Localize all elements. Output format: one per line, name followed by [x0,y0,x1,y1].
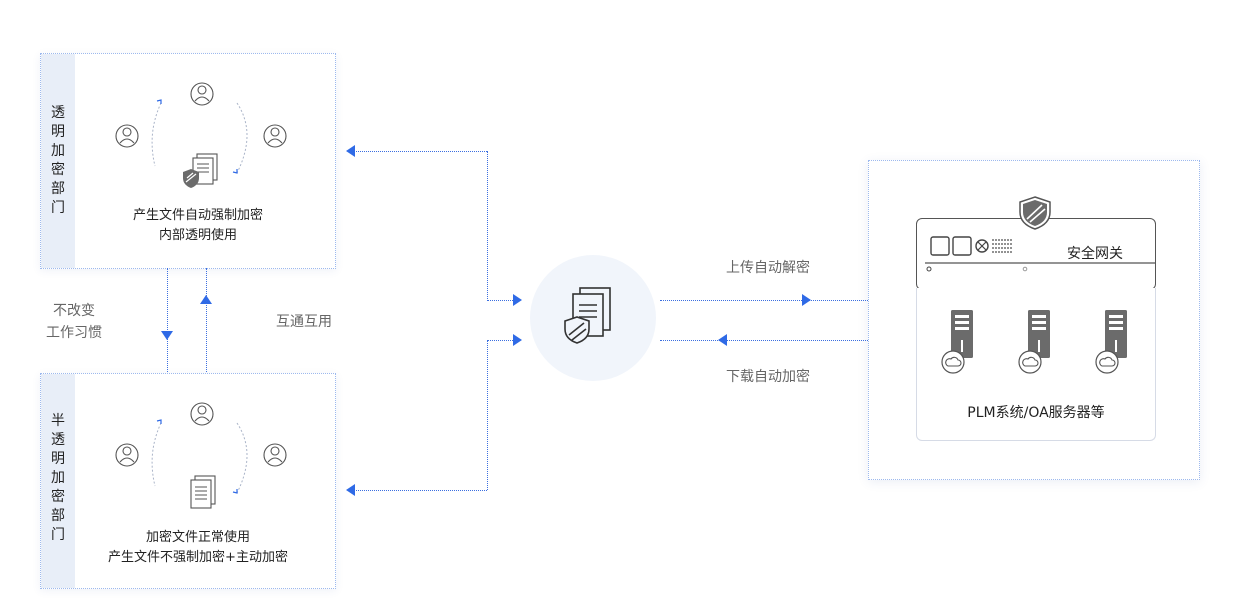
user-cycle-diagram [115,82,287,188]
dept-vertical-label: 半 透 明 加 密 部 门 [51,413,65,543]
top-bracket-line [487,151,488,301]
bottom-bracket-to-center [487,340,513,341]
document-icon [190,475,216,509]
user-cycle-diagram [115,402,287,509]
arc-arrowhead [156,419,162,424]
gateway-label: 安全网关 [1067,246,1123,262]
interop-note: 互通互用 [276,314,332,330]
right-arrow-icon [802,294,811,306]
gateway-device-icon [925,236,1155,272]
bottom-card-connector [356,490,487,491]
user-icon [115,443,139,467]
download-flow-line [660,340,868,341]
cycle-arc-right [236,102,248,174]
up-connector-line [206,268,207,372]
security-shield-icon [1019,196,1051,230]
user-icon [190,82,214,106]
security-gateway: 安全网关 [916,218,1156,290]
user-icon [263,443,287,467]
upload-flow-line [660,300,868,301]
server-icon [1095,310,1127,374]
card-description: 加密文件正常使用 产生文件不强制加密+主动加密 [108,530,288,565]
dept-vertical-label: 透 明 加 密 部 门 [51,105,65,216]
top-bracket-to-center [487,300,513,301]
arc-arrowhead [232,489,238,494]
encrypted-document-icon [564,287,611,344]
bottom-bracket-line [487,340,488,490]
up-arrow-icon [200,295,212,304]
semi-transparent-encryption-dept-card: 半 透 明 加 密 部 门 [40,373,336,589]
left-arrow-icon [346,484,355,496]
cycle-arc-right [236,422,248,494]
arc-arrowhead [156,99,162,104]
server-icon [941,310,973,374]
servers-group: PLM系统/OA服务器等 [916,288,1156,441]
user-icon [263,124,287,148]
server-icon [1018,310,1050,374]
user-icon [115,124,139,148]
left-arrow-icon [718,334,727,346]
left-arrow-icon [346,145,355,157]
cycle-arc-left [151,422,162,487]
down-arrow-icon [161,331,173,340]
user-icon [190,402,214,426]
encrypted-document-icon [183,153,218,188]
down-connector-line [167,268,168,372]
right-arrow-icon [513,334,522,346]
dept-label-strip [41,54,75,268]
no-habit-change-note: 不改变 工作习惯 [46,303,102,341]
arc-arrowhead [232,169,238,174]
top-card-connector [356,151,487,152]
upload-decrypt-label: 上传自动解密 [726,260,810,276]
right-arrow-icon [513,294,522,306]
dept-label-strip [41,374,75,588]
servers-label: PLM系统/OA服务器等 [967,405,1105,421]
card-description: 产生文件自动强制加密 内部透明使用 [132,208,263,243]
encryption-core-node [530,255,656,381]
download-encrypt-label: 下载自动加密 [726,369,810,385]
transparent-encryption-dept-card: 透 明 加 密 部 门 [40,53,336,269]
cycle-arc-left [151,102,162,167]
